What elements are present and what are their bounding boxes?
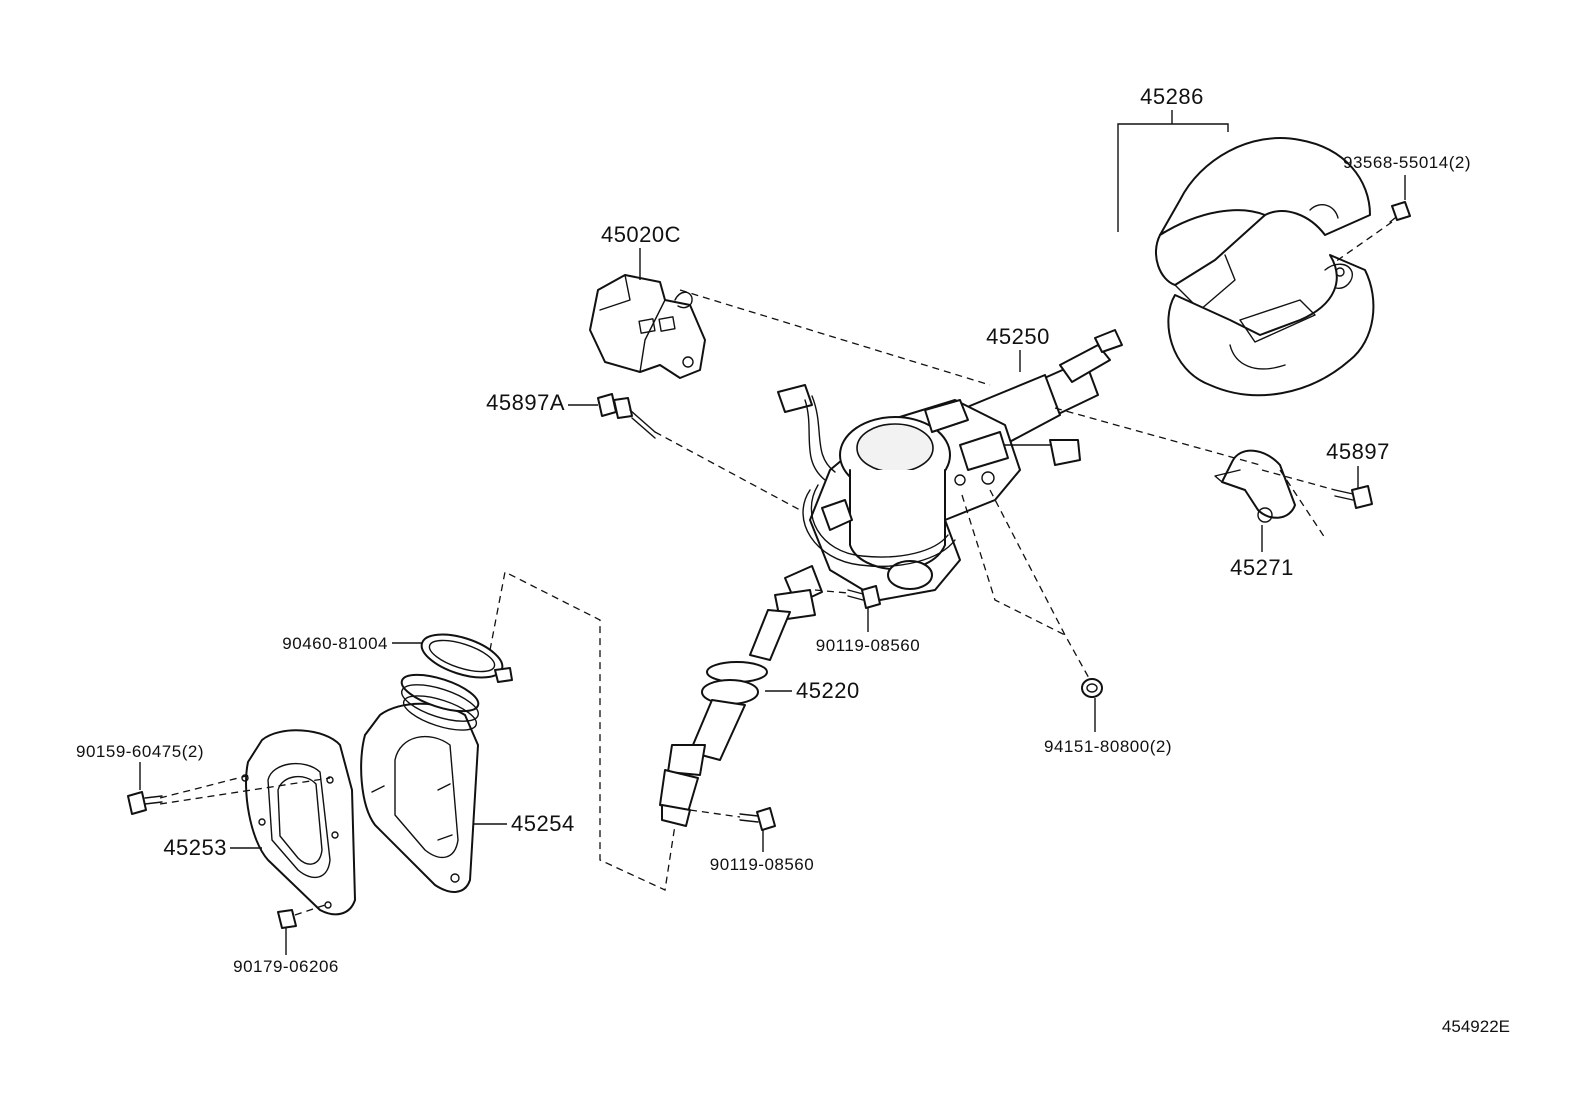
label-94151-80800: 94151-80800(2) [1044,737,1172,756]
seal-plate-45253 [241,729,356,916]
steering-column-45250 [777,329,1123,601]
label-90119-08560-upper: 90119-08560 [816,636,920,655]
part-labels: 45286 93568-55014(2) 45020C 45250 45897A… [76,84,1510,1036]
bolt-45897A [597,393,656,439]
label-45897: 45897 [1326,439,1390,464]
nut-94151-80800 [1081,678,1103,698]
label-45897A: 45897A [486,390,565,415]
nut-90179-06206 [277,909,297,929]
dust-cover-45254 [360,673,480,893]
label-45286: 45286 [1140,84,1204,109]
label-45254: 45254 [511,811,575,836]
label-45271: 45271 [1230,555,1294,580]
bolt-90119-08560-upper [847,585,881,609]
label-90460-81004: 90460-81004 [282,634,388,653]
label-45253: 45253 [163,835,227,860]
leader-lines [139,110,1406,955]
column-cover-45286 [1155,137,1375,397]
label-45020C: 45020C [601,222,681,247]
clamp-45271 [1214,449,1296,523]
bolt-90159-60475 [127,791,163,815]
label-90159-60475: 90159-60475(2) [76,742,204,761]
bracket-45020C [589,274,706,379]
ring-90460-81004 [420,633,513,683]
label-45220: 45220 [796,678,860,703]
bolt-45897 [1334,485,1373,509]
intermediate-shaft-45220 [659,565,823,827]
label-90179-06206: 90179-06206 [233,957,339,976]
bolt-90119-08560-lower [739,807,776,831]
assembly-lines [159,221,1393,916]
screw-93568-55014 [1389,201,1411,223]
label-45250: 45250 [986,324,1050,349]
label-93568-55014: 93568-55014(2) [1343,153,1471,172]
label-90119-08560-lower: 90119-08560 [710,855,814,874]
figure-number: 454922E [1442,1017,1510,1036]
